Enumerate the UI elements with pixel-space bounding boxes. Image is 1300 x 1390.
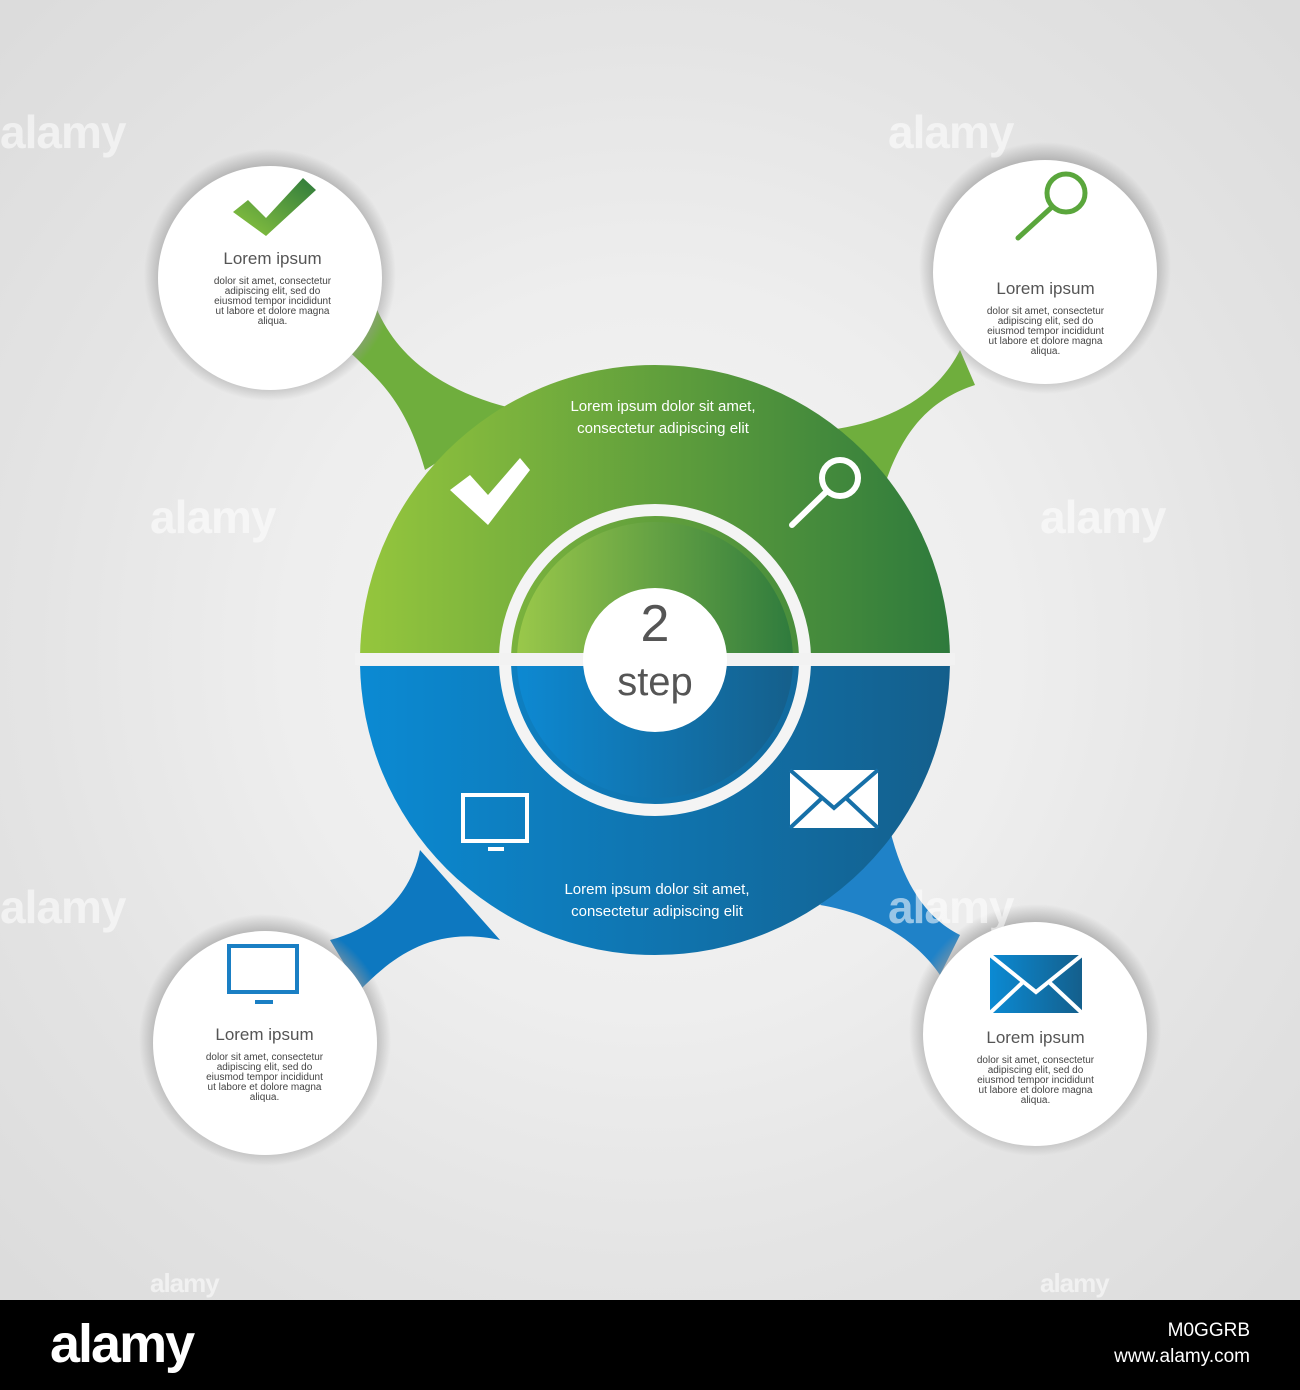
bottom-half-text: Lorem ipsum dolor sit amet, consectetur …	[497, 879, 817, 923]
node-body-line: aliqua.	[1030, 346, 1061, 357]
node-body-line: ut labore et dolore magna	[988, 336, 1103, 347]
node-body-line: ut labore et dolore magna	[207, 1082, 322, 1093]
top-text-line1: Lorem ipsum dolor sit amet,	[570, 398, 756, 415]
inner-ring	[499, 504, 811, 816]
node-body-line: aliqua.	[249, 1092, 280, 1103]
top-half-text: Lorem ipsum dolor sit amet, consectetur …	[503, 396, 823, 440]
node-body-line: dolor sit amet, consectetur	[976, 1055, 1095, 1066]
footer-bar: alamy M0GGRB www.alamy.com	[0, 1300, 1300, 1390]
node-top-left-text: Lorem ipsum dolor sit amet, consectetur …	[185, 249, 360, 327]
connector-bottom-left	[330, 850, 500, 990]
magnifier-icon	[789, 457, 861, 528]
node-title: Lorem ipsum	[996, 279, 1095, 298]
magnifier-icon	[1015, 171, 1088, 241]
bottom-text-line2: consectetur adipiscing elit	[571, 903, 743, 920]
step-number: 2	[640, 595, 670, 653]
node-body-line: adipiscing elit, sed do	[987, 1065, 1084, 1076]
footer-url[interactable]: www.alamy.com	[1114, 1346, 1250, 1367]
node-body-line: adipiscing elit, sed do	[216, 1062, 313, 1073]
node-body-line: aliqua.	[1020, 1095, 1051, 1106]
envelope-icon	[788, 768, 880, 830]
node-title: Lorem ipsum	[223, 249, 322, 268]
node-bottom-left-text: Lorem ipsum dolor sit amet, consectetur …	[177, 1025, 352, 1103]
node-body-line: adipiscing elit, sed do	[997, 316, 1094, 327]
monitor-icon	[461, 793, 529, 851]
node-body-line: dolor sit amet, consectetur	[205, 1052, 324, 1063]
node-body-line: adipiscing elit, sed do	[224, 286, 321, 297]
top-text-line2: consectetur adipiscing elit	[577, 420, 749, 437]
step-diagram	[139, 142, 1171, 1166]
node-top-right	[919, 142, 1171, 394]
node-body-line: eiusmod tempor incididunt	[206, 1072, 323, 1083]
node-body-line: dolor sit amet, consectetur	[213, 276, 332, 287]
footer-meta: M0GGRB www.alamy.com	[1114, 1318, 1250, 1370]
node-top-left	[144, 149, 396, 401]
monitor-icon	[227, 944, 299, 1004]
node-title: Lorem ipsum	[986, 1028, 1085, 1047]
node-title: Lorem ipsum	[215, 1025, 314, 1044]
checkmark-icon	[233, 178, 316, 236]
connector-bottom-right	[820, 830, 960, 975]
node-body-line: aliqua.	[257, 316, 288, 327]
bottom-text-line1: Lorem ipsum dolor sit amet,	[564, 881, 750, 898]
image-id: M0GGRB	[1167, 1320, 1250, 1341]
node-bottom-right	[909, 904, 1161, 1156]
alamy-logo: alamy	[50, 1314, 195, 1374]
node-body-line: eiusmod tempor incididunt	[214, 296, 331, 307]
node-body-line: eiusmod tempor incididunt	[977, 1075, 1094, 1086]
node-bottom-left	[139, 914, 391, 1166]
envelope-icon	[988, 953, 1084, 1015]
node-top-right-text: Lorem ipsum dolor sit amet, consectetur …	[958, 279, 1133, 357]
diagram-background: Lorem ipsum dolor sit amet, consectetur …	[0, 0, 1300, 1300]
node-body-line: eiusmod tempor incididunt	[987, 326, 1104, 337]
node-body-line: dolor sit amet, consectetur	[986, 306, 1105, 317]
checkmark-icon	[450, 458, 530, 525]
step-label: step	[617, 660, 693, 704]
node-body-line: ut labore et dolore magna	[215, 306, 330, 317]
node-body-line: ut labore et dolore magna	[978, 1085, 1093, 1096]
node-bottom-right-text: Lorem ipsum dolor sit amet, consectetur …	[948, 1028, 1123, 1106]
